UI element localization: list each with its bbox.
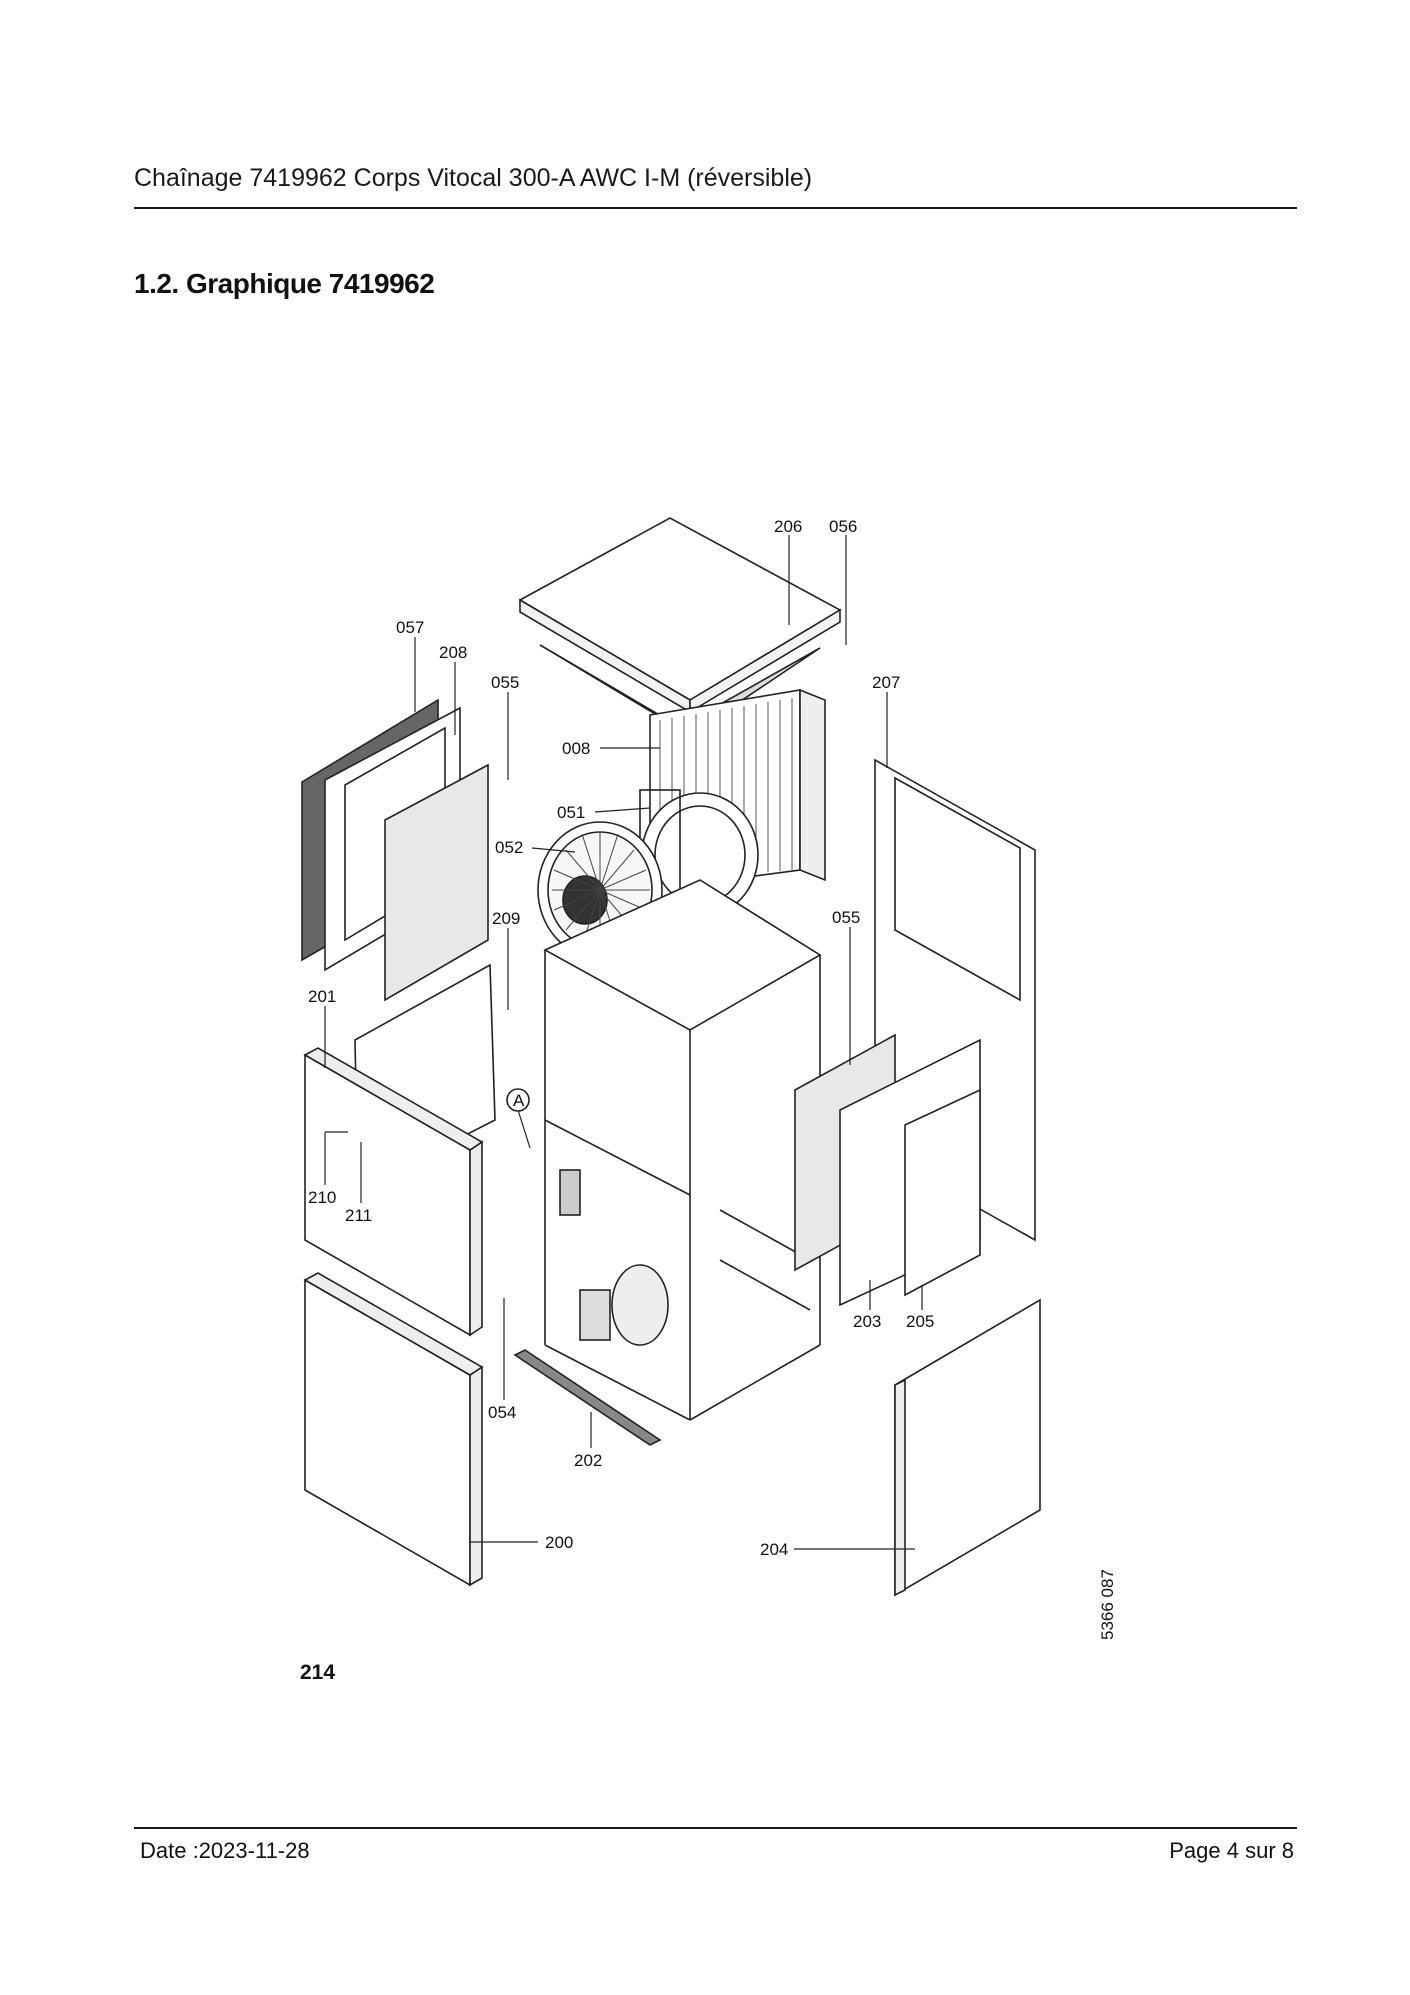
callout-label: 055 <box>832 908 860 927</box>
callout-label: 008 <box>562 739 590 758</box>
left-insulation-part <box>384 763 489 1002</box>
callout-label: 051 <box>557 803 585 822</box>
figure-number: 214 <box>300 1661 336 1684</box>
footer-divider <box>134 1827 1297 1829</box>
back-panel-part <box>894 1298 1041 1597</box>
callout-label: 207 <box>872 673 900 692</box>
front-upper-panel-part <box>303 1047 484 1337</box>
callout-label: 206 <box>774 517 802 536</box>
footer-date: Date :2023-11-28 <box>140 1838 310 1863</box>
callout-label: 057 <box>396 618 424 637</box>
callout-label: A <box>513 1091 525 1110</box>
header-divider <box>134 207 1297 209</box>
callout-label: 054 <box>488 1403 516 1422</box>
callout-label: 209 <box>492 909 520 928</box>
callout-a-circle <box>506 1088 530 1112</box>
main-frame-part <box>543 879 822 1421</box>
callout-label: 056 <box>829 517 857 536</box>
service-cover-part <box>904 1088 981 1297</box>
callout-label: 052 <box>495 838 523 857</box>
callout-label: 200 <box>545 1533 573 1552</box>
callout-label: 202 <box>574 1451 602 1470</box>
callout-label: 055 <box>491 673 519 692</box>
top-cover-part <box>518 517 842 736</box>
drawing-number: 5366 087 <box>1098 1569 1117 1640</box>
callout-label: 204 <box>760 1540 788 1559</box>
callout-label: 208 <box>439 643 467 662</box>
document-header-title: Chaînage 7419962 Corps Vitocal 300-A AWC… <box>134 164 813 192</box>
callout-label: 203 <box>853 1312 881 1331</box>
rail-part <box>513 1349 662 1446</box>
footer-page-number: Page 4 sur 8 <box>1169 1838 1294 1863</box>
callout-label: 205 <box>906 1312 934 1331</box>
callout-label: 201 <box>308 987 336 1006</box>
front-lower-panel-part <box>303 1272 484 1587</box>
callout-label: 211 <box>345 1206 372 1225</box>
callout-label: 210 <box>308 1188 336 1207</box>
section-heading: 1.2. Graphique 7419962 <box>134 268 435 299</box>
